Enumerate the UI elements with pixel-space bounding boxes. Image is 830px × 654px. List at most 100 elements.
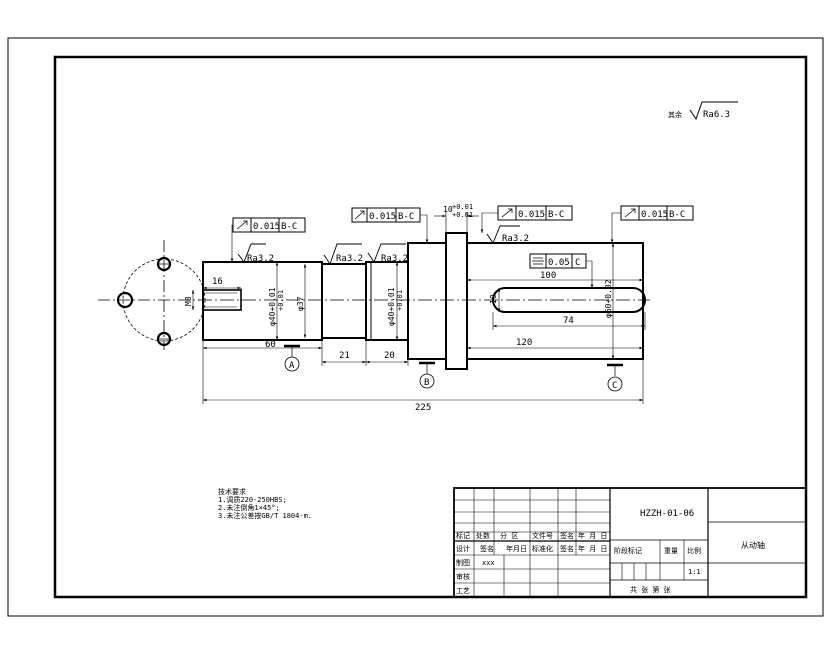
tb-cell: 年 月 日 — [578, 531, 607, 540]
tolerance-datum-2: B-C — [398, 212, 414, 222]
datum-c-label: C — [612, 381, 617, 391]
dim-21: 21 — [339, 351, 350, 361]
roughness-value: Ra6.3 — [703, 110, 730, 120]
roughness-mark-text-4: Ra3.2 — [502, 234, 529, 244]
shaft-collar — [445, 232, 468, 370]
tolerance-datum-3: B-C — [548, 210, 564, 220]
datum-a-label: A — [289, 361, 295, 371]
tolerance-value-4: 0.015 — [641, 210, 668, 220]
dim-dia60: φ60+0.02 — [604, 279, 613, 318]
tolerance-value-2: 0.015 — [369, 212, 396, 222]
tb-cell: 工艺 — [456, 587, 470, 595]
tb-cell: 分 区 — [500, 531, 518, 540]
dimension-lines — [191, 212, 646, 404]
dim-dia40-b-lower: +0.01 — [396, 290, 404, 311]
dim-74: 74 — [563, 316, 574, 326]
dim-dia37: φ37 — [296, 296, 305, 311]
tolerance-datum-5: C — [575, 258, 580, 268]
roughness-mark-text-1: Ra3.2 — [247, 254, 274, 264]
symmetry-icon — [532, 257, 544, 265]
dim-dia40-a: φ40+0.01 — [268, 287, 277, 326]
tb-cell: 年月日 — [506, 544, 527, 553]
title-block — [453, 487, 807, 598]
tb-cell: 标记 — [456, 531, 470, 540]
datum-a: A — [284, 344, 300, 372]
roughness-mark-3: Ra3.2 — [367, 243, 408, 264]
outer-frame — [7, 37, 824, 617]
notes-heading: 技术要求 — [218, 487, 246, 496]
tolerance-datum-4: B-C — [669, 210, 685, 220]
runout-icon — [236, 220, 248, 230]
tolerance-frame-4: 0.015 B-C — [610, 205, 694, 243]
datum-b: B — [419, 361, 435, 389]
keyway — [492, 287, 646, 313]
section-view — [98, 240, 206, 350]
dim-120: 120 — [516, 338, 532, 348]
notes-line-1: 1.调质220-250HBS; — [218, 495, 287, 504]
tb-cell: 设计 — [456, 544, 470, 553]
scale-value: 1:1 — [688, 568, 701, 576]
weight-label: 重量 — [664, 547, 678, 555]
tolerance-value-3: 0.015 — [518, 210, 545, 220]
dimension-texts: 16 60 21 20 225 100 74 120 10 +0.01 +0.0… — [184, 203, 613, 413]
tolerance-value-1: 0.015 — [253, 222, 280, 232]
dim-dia40-b: φ40+0.01 — [387, 287, 396, 326]
roughness-mark-2: Ra3.2 — [323, 243, 363, 266]
shaft-segment-5 — [466, 242, 644, 360]
tb-cell: 签名 — [480, 544, 494, 553]
roughness-mark-4: Ra3.2 — [486, 225, 529, 244]
roughness-mark-text-3: Ra3.2 — [381, 254, 408, 264]
dim-16: 16 — [212, 277, 223, 287]
general-roughness: 其余 Ra6.3 — [668, 101, 738, 121]
dim-100: 100 — [540, 271, 556, 281]
shaft — [198, 232, 650, 370]
stage-label: 阶段标记 — [614, 546, 642, 555]
dim-10: 10 — [443, 205, 453, 214]
roughness-mark-1: Ra3.2 — [237, 243, 274, 264]
inner-frame — [53, 55, 808, 599]
tb-cell: 签名 — [560, 544, 574, 553]
tb-cell: 处数 — [476, 531, 490, 540]
datum-c: C — [607, 363, 623, 392]
roughness-mark-text-2: Ra3.2 — [336, 254, 363, 264]
dim-m8: M8 — [184, 296, 193, 306]
dim-dia40-a-lower: +0.01 — [277, 290, 285, 311]
dim-60: 60 — [265, 340, 276, 350]
tolerance-frame-1: 0.015 B-C — [230, 217, 306, 262]
dim-10-tol-lower: +0.01 — [452, 211, 473, 219]
tb-cell: 文件号 — [532, 531, 553, 540]
tb-cell: 标准化 — [532, 544, 553, 553]
roughness-prefix: 其余 — [668, 110, 682, 119]
threaded-hole — [202, 289, 242, 311]
part-name: 从动轴 — [741, 540, 765, 550]
tolerance-value-5: 0.05 — [548, 258, 570, 268]
technical-notes: 技术要求 1.调质220-250HBS; 2.未注倒角1×45°; 3.未注公差… — [218, 487, 312, 520]
dim-10-tol-upper: +0.01 — [452, 203, 473, 211]
notes-line-3: 3.未注公差按GB/T 1804-m. — [218, 511, 312, 520]
tb-cell: 审核 — [456, 572, 470, 581]
drawing-number: HZZH-01-06 — [640, 509, 694, 519]
runout-icon — [624, 208, 636, 218]
title-block-texts: HZZH-01-06 从动轴 共 张 第 张 阶段标记 重量 比例 1:1 标记… — [456, 509, 765, 595]
tolerance-frame-5: 0.05 C — [529, 253, 594, 288]
notes-line-2: 2.未注倒角1×45°; — [218, 503, 280, 512]
tb-cell: xxx — [482, 559, 495, 567]
shaft-segment-4 — [407, 242, 447, 360]
sheet-text: 共 张 第 张 — [630, 585, 671, 594]
tolerance-datum-1: B-C — [281, 222, 297, 232]
tolerance-frame-3: 0.015 B-C — [480, 205, 573, 233]
scale-label: 比例 — [687, 546, 701, 555]
runout-icon — [501, 208, 513, 218]
tb-cell: 签名 — [560, 531, 574, 540]
tb-cell: 制图 — [456, 558, 470, 567]
runout-icon — [354, 210, 365, 220]
dim-225: 225 — [415, 403, 431, 413]
hole-left — [116, 291, 134, 309]
tolerance-frame-2: 0.015 B-C — [351, 207, 429, 243]
dim-20: 20 — [384, 351, 395, 361]
dim-keyway-10: 10 — [489, 294, 498, 304]
tb-cell: 年 月 日 — [578, 544, 607, 553]
shaft-segment-2 — [321, 263, 367, 339]
datum-b-label: B — [424, 378, 429, 388]
